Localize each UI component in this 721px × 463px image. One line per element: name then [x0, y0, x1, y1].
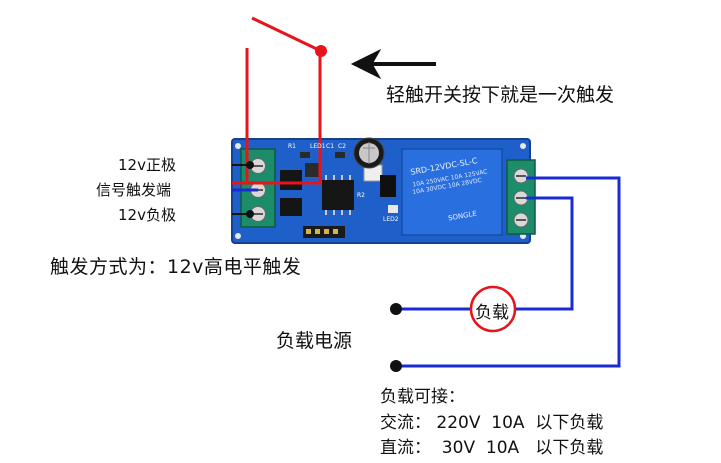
mount-hole [235, 233, 241, 239]
load-label: 负载 [475, 303, 509, 323]
pin-signal-label: 信号触发端 [96, 181, 172, 199]
resistor-smd [300, 152, 310, 158]
load-power-terminal [390, 360, 402, 372]
resistor-smd [335, 152, 345, 158]
pin-gnd-label: 12v负极 [118, 206, 176, 224]
jumper-block [305, 163, 319, 177]
capacity-ac: 交流： 220V 10A 以下负载 [380, 413, 604, 433]
jumper-block [280, 170, 302, 190]
led2 [388, 205, 398, 213]
switch-note: 轻触开关按下就是一次触发 [386, 84, 615, 106]
mount-hole [235, 143, 241, 149]
silk-r2: R2 [357, 192, 365, 199]
relay [401, 148, 503, 236]
load-power-label: 负载电源 [276, 330, 353, 352]
ic-chip [322, 180, 354, 210]
load-wire [397, 176, 621, 368]
silk-r1: R1 [288, 143, 296, 150]
pin-vcc-label: 12v正极 [118, 156, 176, 174]
transistor [380, 175, 396, 197]
silk-c2: C2 [338, 143, 347, 150]
switch-pivot [315, 45, 327, 57]
silk-led1: LED1 [310, 143, 326, 150]
load-symbol [469, 285, 517, 333]
capacity-dc: 直流： 30V 10A 以下负载 [380, 438, 604, 458]
capacity-title: 负载可接： [380, 387, 465, 407]
switch-wire [232, 16, 322, 185]
arrow-icon [350, 48, 436, 80]
trigger-mode-label: 触发方式为：12v高电平触发 [50, 256, 302, 278]
load-power-terminal [390, 303, 402, 315]
jumper-block [280, 198, 302, 216]
silk-led2: LED2 [383, 216, 399, 223]
silk-c1: C1 [326, 143, 335, 150]
mount-hole [520, 143, 526, 149]
